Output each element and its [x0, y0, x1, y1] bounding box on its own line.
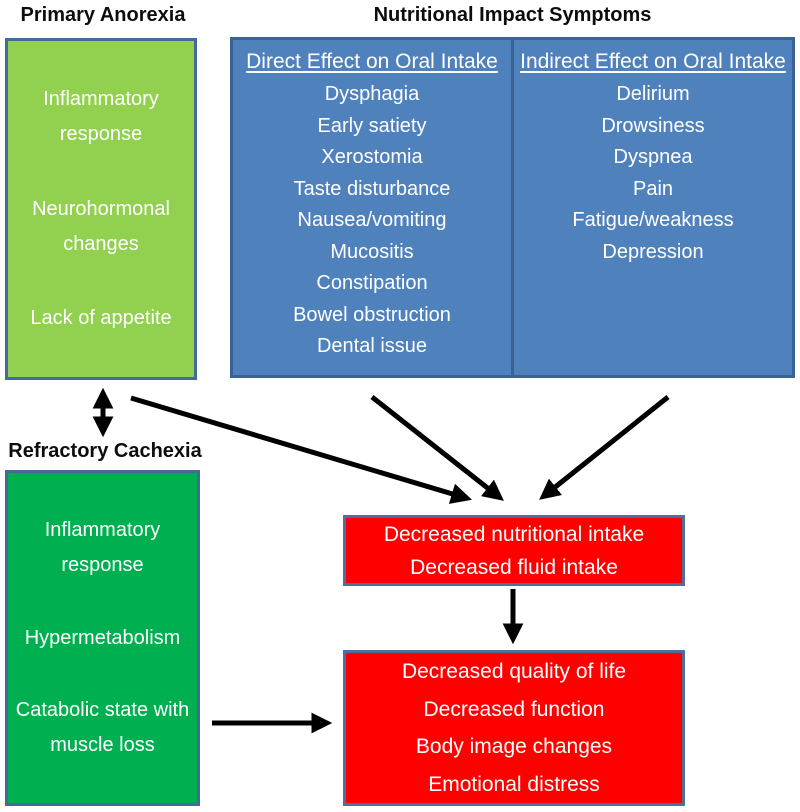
direct-effect-item: Dysphagia — [324, 83, 420, 105]
refractory-cachexia-box: Inflammatory response Hypermetabolism Ca… — [5, 470, 200, 806]
arrow-direct-to-intake-icon — [370, 395, 504, 501]
refractory-cachexia-item: Inflammatory response — [44, 518, 161, 576]
primary-anorexia-item: Lack of appetite — [30, 306, 172, 329]
primary-anorexia-box: Inflammatory response Neurohormonal chan… — [5, 38, 197, 380]
nutritional-impact-title: Nutritional Impact Symptoms — [373, 4, 652, 26]
decreased-intake-line: Decreased nutritional intake — [383, 522, 645, 546]
direct-effect-item: Constipation — [316, 272, 428, 294]
direct-effect-item: Nausea/vomiting — [297, 209, 447, 231]
direct-effect-item: Xerostomia — [321, 146, 423, 168]
direct-effect-item: Dental issue — [316, 335, 428, 357]
primary-anorexia-title: Primary Anorexia — [20, 4, 186, 26]
primary-anorexia-item: Neurohormonal changes — [32, 197, 170, 255]
refractory-cachexia-item: Hypermetabolism — [24, 626, 181, 649]
decreased-intake-box: Decreased nutritional intake Decreased f… — [343, 515, 685, 586]
outcomes-line: Body image changes — [415, 735, 613, 758]
direct-effect-item: Mucositis — [330, 240, 414, 263]
nutritional-impact-box: Direct Effect on Oral Intake Dysphagia E… — [230, 37, 795, 378]
indirect-effect-item: Dyspnea — [613, 146, 693, 168]
outcomes-line: Emotional distress — [428, 772, 600, 796]
indirect-effect-column: Indirect Effect on Oral Intake Delirium … — [511, 40, 792, 375]
refractory-cachexia-item: Catabolic state with muscle loss — [15, 699, 190, 757]
direct-effect-heading: Direct Effect on Oral Intake — [246, 50, 498, 73]
direct-effect-item: Bowel obstruction — [293, 303, 451, 326]
decreased-intake-line: Decreased fluid intake — [410, 555, 618, 579]
outcomes-line: Decreased function — [423, 697, 605, 721]
indirect-effect-heading: Indirect Effect on Oral Intake — [520, 50, 786, 73]
arrow-indirect-to-intake-icon — [539, 395, 670, 500]
primary-anorexia-item: Inflammatory response — [43, 88, 159, 146]
outcomes-line: Decreased quality of life — [401, 660, 627, 683]
outcomes-box: Decreased quality of life Decreased func… — [343, 650, 685, 806]
direct-effect-column: Direct Effect on Oral Intake Dysphagia E… — [233, 40, 511, 375]
refractory-cachexia-title: Refractory Cachexia — [8, 440, 202, 462]
indirect-effect-item: Pain — [632, 177, 674, 200]
indirect-effect-item: Fatigue/weakness — [572, 209, 734, 231]
indirect-effect-item: Drowsiness — [601, 114, 705, 137]
indirect-effect-item: Depression — [602, 240, 704, 263]
direct-effect-item: Early satiety — [317, 114, 427, 137]
direct-effect-item: Taste disturbance — [293, 177, 451, 200]
indirect-effect-item: Delirium — [616, 83, 690, 105]
